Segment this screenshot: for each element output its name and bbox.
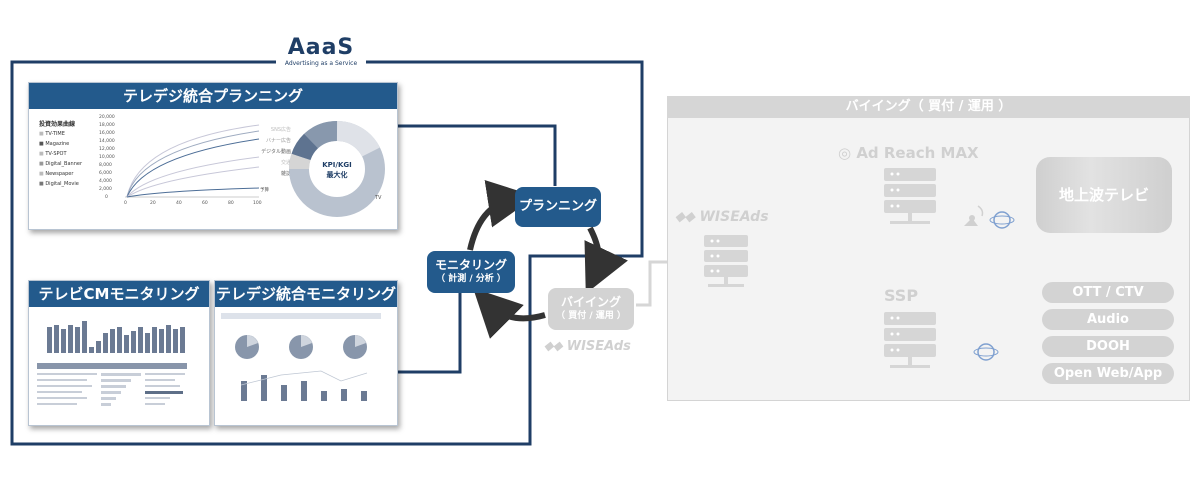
satellite-globe-icon	[964, 205, 1015, 229]
donut-labels: SNS広告 バナー広告 デジタル動画 交通 雑誌	[251, 125, 291, 180]
x-tick-label: 100	[253, 200, 262, 206]
x-tick-label: 40	[176, 200, 182, 206]
monitoring-node: モニタリング （ 計測 / 分析 ）	[427, 251, 515, 293]
y-tick-label: 14,000	[99, 138, 115, 144]
integrated-dashboard-thumbnail	[221, 313, 381, 401]
x-tick-labels: 0 20 40 60 80 100 予算	[124, 186, 269, 206]
logo-tagline: Advertising as a Service	[284, 60, 358, 67]
x-tick-label: 20	[150, 200, 156, 206]
legend-item: ■ Newspaper	[39, 171, 74, 177]
cycle-arrow-top	[467, 180, 536, 251]
y-tick-label: 4,000	[99, 178, 112, 184]
globe-icon	[973, 343, 999, 361]
logo-text: AaaS	[287, 35, 355, 60]
y-tick-label: 18,000	[99, 122, 115, 128]
ssp-server-icon	[884, 312, 936, 368]
legend-item: ■ Digital_Movie	[39, 181, 79, 187]
y-tick-label: 0	[105, 194, 108, 200]
cycle-arrow-bottom	[473, 288, 546, 339]
legend-item: ■ TV-TIME	[39, 131, 65, 137]
monitoring-node-sublabel: （ 計測 / 分析 ）	[436, 274, 506, 284]
aaas-logo: AaaS Advertising as a Service	[276, 36, 366, 68]
integrated-monitoring-panel: テレデジ統合モニタリング	[214, 280, 398, 426]
legend-item: ■ TV-SPOT	[39, 151, 67, 157]
buying-node: バイイング （ 買付 / 運用 ）	[548, 288, 634, 330]
kpi-donut-chart: KPI/KGI 最大化 TV	[289, 121, 385, 217]
wise-ads-logo-right: ⬥⬥ WISEAds	[675, 209, 769, 225]
planning-connector	[397, 124, 557, 186]
ad-reach-server-icon	[884, 168, 936, 224]
legend-item: ■ Magazine	[39, 141, 70, 147]
x-tick-label: 80	[228, 200, 234, 206]
output-pill-openweb: Open Web/App	[1042, 363, 1174, 384]
y-tick-label: 2,000	[99, 186, 112, 192]
terrestrial-tv-label: 地上波テレビ	[1058, 186, 1149, 204]
planning-panel: テレデジ統合プランニング 投資効果曲線 ■ TV-TIME ■ Magazine…	[28, 82, 398, 230]
donut-center-label: KPI/KGI	[322, 161, 352, 169]
y-tick-label: 10,000	[99, 154, 115, 160]
planning-node-label: プランニング	[518, 199, 597, 214]
donut-center-label2: 最大化	[327, 170, 348, 179]
wise-ads-icon: ⬥⬥	[675, 209, 700, 225]
x-tick-label: 60	[202, 200, 208, 206]
donut-label: SNS広告	[270, 127, 291, 133]
y-tick-labels: 20,000 18,000 16,000 14,000 12,000 10,00…	[99, 114, 115, 200]
wise-server-icon	[704, 235, 748, 287]
x-tick-label: 0	[124, 200, 127, 206]
y-tick-label: 12,000	[99, 146, 115, 152]
terrestrial-tv-box: 地上波テレビ	[1036, 157, 1172, 233]
integrated-title: テレデジ統合モニタリング	[215, 281, 397, 307]
ssp-label: SSP	[884, 286, 919, 305]
legend-item: ■ Digital_Banner	[39, 161, 83, 167]
buying-node-sublabel: （ 買付 / 運用 ）	[556, 311, 626, 321]
monitoring-connector	[397, 292, 462, 374]
donut-label: バナー広告	[265, 138, 291, 144]
output-pill-ott: OTT / CTV	[1042, 282, 1174, 303]
ad-reach-max-logo: ◎ Ad Reach MAX	[838, 144, 979, 162]
buying-connector	[636, 260, 672, 307]
output-pill-dooh: DOOH	[1042, 336, 1174, 357]
legend: ■ TV-TIME ■ Magazine ■ TV-SPOT ■ Digital…	[39, 129, 82, 189]
cycle-arrow-right	[584, 226, 628, 294]
legend-title: 投資効果曲線	[39, 121, 76, 128]
buying-section-header: バイイング（ 買付 / 運用 ）	[667, 96, 1190, 118]
buying-node-label: バイイング	[560, 295, 621, 309]
y-tick-label: 20,000	[99, 114, 115, 120]
aaas-frame	[10, 60, 644, 446]
donut-label: 交通	[280, 160, 291, 166]
tvcm-title: テレビCMモニタリング	[29, 281, 209, 307]
donut-label: デジタル動画	[261, 149, 291, 155]
monitoring-node-label: モニタリング	[434, 258, 507, 272]
y-tick-label: 16,000	[99, 130, 115, 136]
donut-label: 雑誌	[280, 171, 291, 177]
y-tick-label: 6,000	[99, 170, 112, 176]
wise-ads-icon: ⬥⬥	[544, 339, 567, 354]
ad-reach-icon: ◎	[838, 144, 857, 162]
investment-curve-chart: 20,000 18,000 16,000 14,000 12,000 10,00…	[99, 114, 269, 206]
tvcm-dashboard-thumbnail	[37, 321, 187, 406]
donut-tv-label: TV	[374, 195, 382, 201]
tvcm-panel: テレビCMモニタリング	[28, 280, 210, 426]
output-pill-audio: Audio	[1042, 309, 1174, 330]
y-tick-label: 8,000	[99, 162, 112, 168]
x-unit-label: 予算	[260, 186, 269, 193]
planning-node: プランニング	[515, 187, 601, 227]
planning-title: テレデジ統合プランニング	[29, 83, 397, 109]
wise-ads-logo-left: ⬥⬥ WISEAds	[544, 339, 631, 354]
